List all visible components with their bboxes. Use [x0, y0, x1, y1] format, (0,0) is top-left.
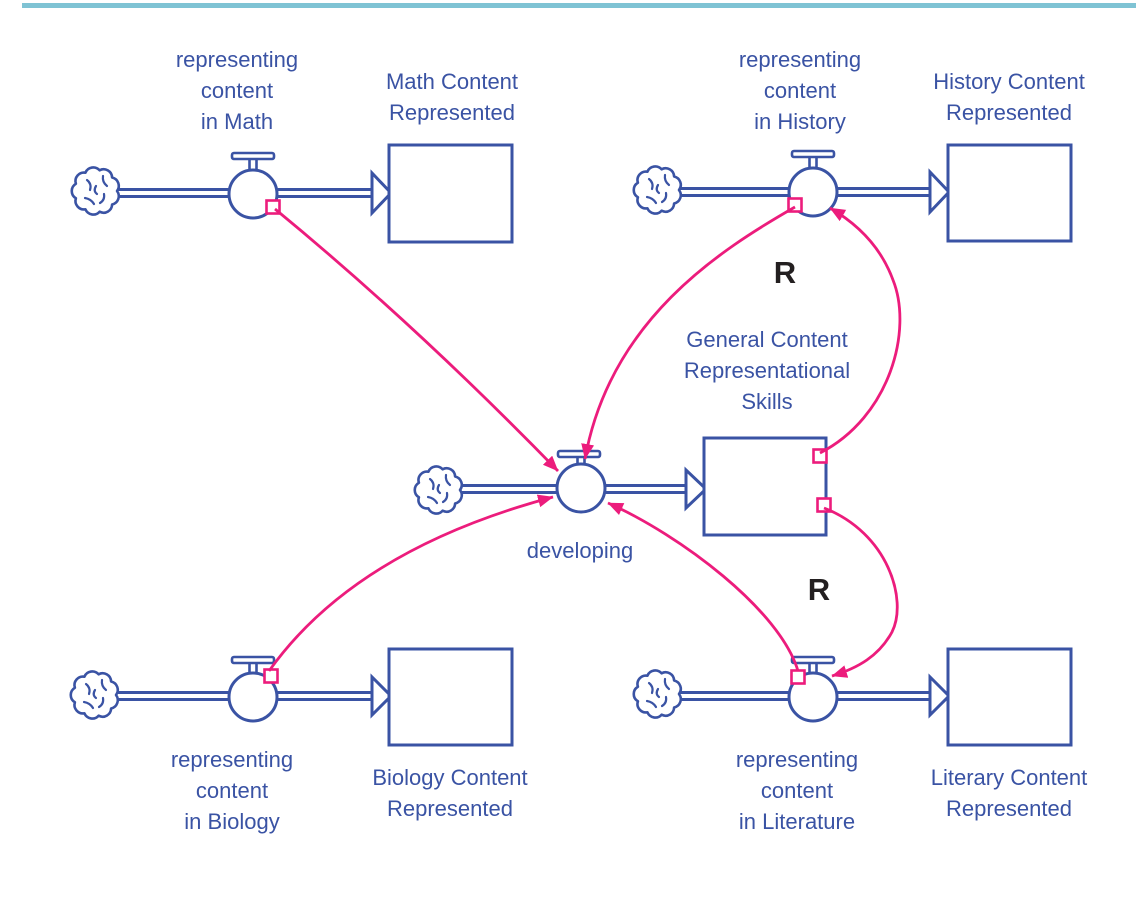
cloud-icon-developing[interactable] — [413, 465, 464, 515]
flow-label-literature: representing content in Literature — [735, 747, 859, 834]
flow-arrowhead-math — [370, 169, 394, 217]
valve-icon-biology[interactable] — [227, 655, 279, 723]
cloud-icon-biology[interactable] — [69, 670, 120, 720]
flow-arrowhead-developing — [684, 466, 709, 512]
flow-arrowhead-literature — [928, 673, 952, 719]
flow-label-biology: representing content in Biology — [170, 747, 294, 834]
connector-math-to-developing[interactable] — [274, 207, 560, 472]
loop-label-top: R — [773, 255, 797, 290]
connector-skills-to-literature[interactable] — [823, 506, 899, 678]
stock-label-literature: Literary Content Represented — [930, 765, 1088, 821]
flow-label-math: representing content in Math — [175, 47, 299, 134]
cloud-icon-math[interactable] — [70, 166, 121, 216]
stock-literature[interactable] — [946, 647, 1073, 747]
stock-general-skills[interactable] — [702, 436, 828, 537]
flow-arrowhead-biology — [370, 673, 394, 719]
stock-math[interactable] — [387, 143, 514, 244]
cloud-icon-literature[interactable] — [632, 669, 683, 719]
cloud-icon-history[interactable] — [632, 165, 683, 215]
connector-handle-literature[interactable] — [790, 669, 806, 685]
stock-label-math: Math Content Represented — [385, 69, 519, 125]
top-divider — [22, 3, 1136, 8]
stock-label-biology: Biology Content Represented — [372, 765, 528, 821]
connector-biology-to-developing[interactable] — [267, 494, 554, 672]
flow-label-developing: developing — [526, 538, 634, 563]
valve-icon-literature[interactable] — [787, 655, 839, 723]
connector-history-to-developing[interactable] — [581, 205, 796, 460]
stock-label-general-skills: General Content Representational Skills — [683, 327, 851, 414]
stock-label-history: History Content Represented — [933, 69, 1085, 125]
stock-history[interactable] — [946, 143, 1073, 243]
flow-label-history: representing content in History — [738, 47, 862, 134]
connector-literature-to-developing[interactable] — [607, 501, 800, 672]
connector-handle-biology[interactable] — [263, 668, 279, 684]
flow-arrowhead-history — [928, 168, 952, 216]
stock-biology[interactable] — [387, 647, 514, 747]
loop-label-bottom: R — [807, 572, 831, 607]
valve-icon-developing[interactable] — [555, 449, 607, 514]
connector-skills-to-history[interactable] — [819, 206, 902, 455]
valve-icon-math[interactable] — [227, 151, 279, 220]
